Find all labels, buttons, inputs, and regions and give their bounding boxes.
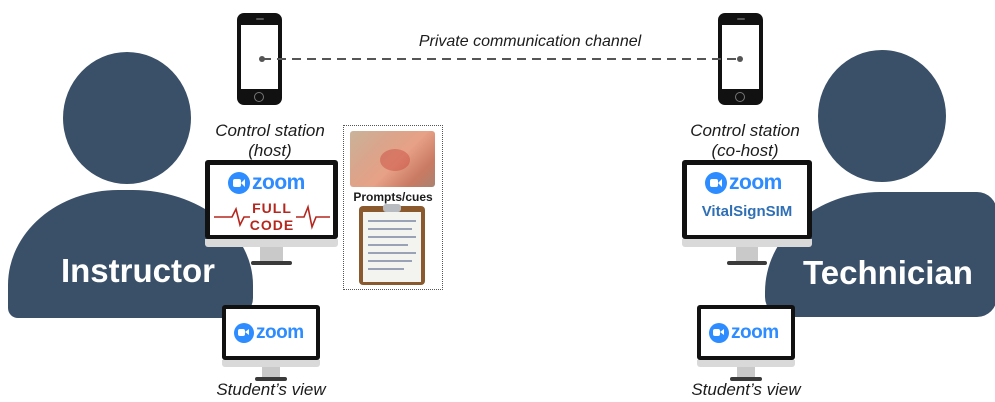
zoom-logo: zoom — [234, 322, 304, 344]
zoom-logo: zoom — [709, 322, 779, 344]
technician-station-caption-1: Control station — [690, 121, 800, 140]
zoom-camera-icon — [234, 323, 254, 343]
phone-home-button — [735, 92, 745, 102]
prompts-cues-label: Prompts/cues — [353, 190, 433, 204]
zoom-logo: zoom — [705, 171, 782, 195]
monitor-stand — [737, 367, 755, 378]
channel-label: Private communication channel — [418, 33, 642, 50]
instructor-student-view-caption: Student’s view — [216, 380, 326, 399]
vitalsignsim-label: VitalSignSIM — [701, 203, 793, 220]
monitor-stand — [260, 247, 283, 262]
zoom-wordmark: zoom — [729, 171, 782, 194]
monitor-screen: zoom VitalSignSIM — [687, 165, 807, 235]
zoom-wordmark: zoom — [731, 322, 779, 343]
monitor-chin — [682, 239, 812, 247]
clipboard-clamp — [383, 204, 401, 212]
monitor-foot — [251, 261, 292, 265]
instructor-head — [63, 52, 191, 184]
clipboard-icon — [359, 204, 425, 285]
technician-control-monitor: zoom VitalSignSIM — [682, 160, 812, 270]
zoom-wordmark: zoom — [256, 322, 304, 343]
full-code-line-1: FULL — [252, 200, 292, 216]
patient-photo — [350, 131, 435, 187]
prompts-cues-panel: Prompts/cues — [343, 125, 443, 290]
technician-label: Technician — [803, 254, 973, 291]
instructor-label: Instructor — [60, 252, 215, 289]
monitor-foot — [727, 261, 767, 265]
monitor-stand — [262, 367, 280, 378]
zoom-camera-icon — [709, 323, 729, 343]
instructor-station-caption-2: (host) — [248, 141, 292, 160]
zoom-logo: zoom — [228, 171, 305, 195]
zoom-camera-icon — [705, 172, 727, 194]
phone-screen — [241, 25, 278, 89]
instructor-student-view-monitor: zoom — [222, 305, 320, 385]
ecg-line — [214, 204, 330, 230]
zoom-wordmark: zoom — [252, 171, 305, 194]
monitor-screen: zoom — [226, 309, 316, 356]
monitor-stand — [736, 247, 758, 262]
monitor-chin — [205, 239, 338, 247]
monitor-chin — [222, 360, 320, 367]
channel-endpoint-right — [737, 56, 743, 62]
zoom-camera-icon — [228, 172, 250, 194]
technician-student-view-monitor: zoom — [697, 305, 795, 385]
technician-figure: Technician — [760, 42, 995, 332]
phone-speaker — [256, 18, 264, 20]
monitor-foot — [730, 377, 762, 381]
instructor-station-caption-1: Control station — [215, 121, 325, 140]
phone-speaker — [737, 18, 745, 20]
monitor-screen: zoom FULL CODE — [210, 165, 333, 235]
instructor-phone — [237, 13, 282, 105]
instructor-control-monitor: zoom FULL CODE — [205, 160, 338, 270]
full-code-line-2: CODE — [249, 217, 295, 233]
monitor-chin — [697, 360, 795, 367]
phone-home-button — [254, 92, 264, 102]
monitor-screen: zoom — [701, 309, 791, 356]
technician-student-view-caption: Student’s view — [691, 380, 801, 399]
channel-endpoint-left — [259, 56, 265, 62]
monitor-foot — [255, 377, 287, 381]
technician-head — [818, 50, 946, 182]
technician-station-caption-2: (co-host) — [711, 141, 779, 160]
clipboard-paper — [363, 212, 421, 282]
